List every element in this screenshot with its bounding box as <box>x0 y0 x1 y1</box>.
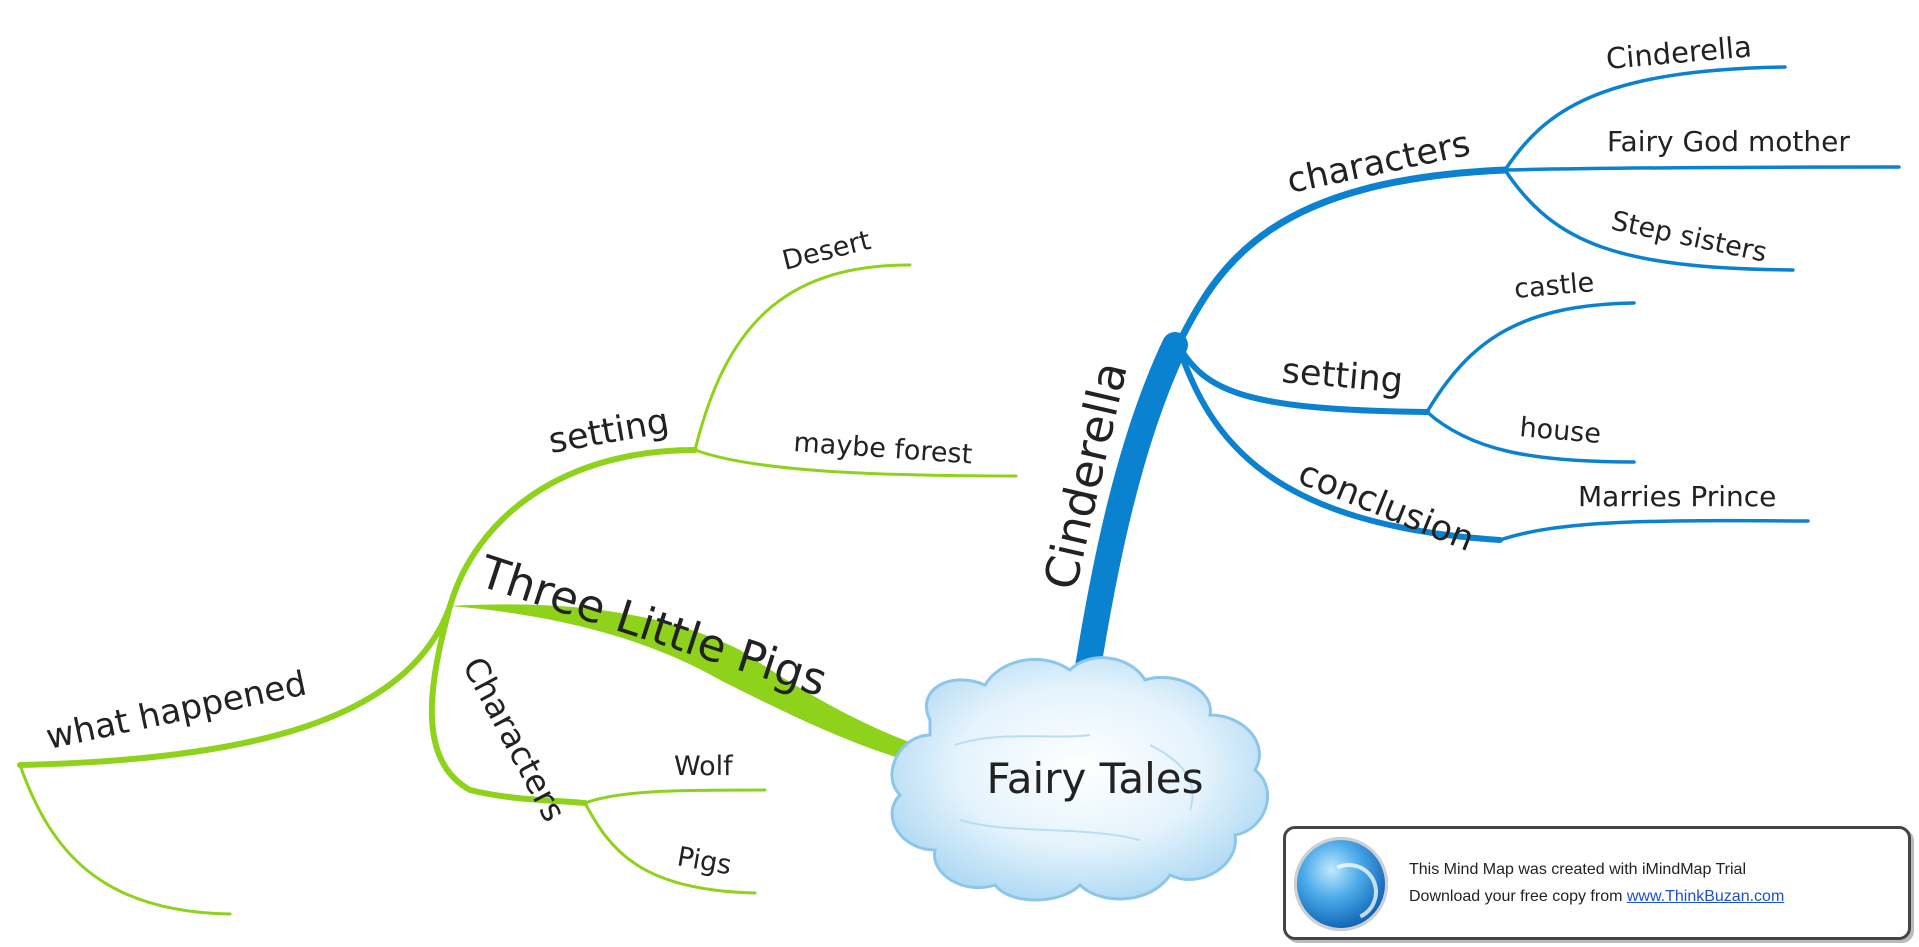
cinderella-leaf-line-house <box>1425 410 1636 464</box>
pigs-leaf-pigs[interactable]: Pigs <box>675 841 734 881</box>
cloud-icon <box>890 656 1270 902</box>
trial-banner: This Mind Map was created with iMindMap … <box>1283 826 1911 940</box>
cinderella-leaf-line-fairy <box>1503 165 1901 172</box>
banner-download-prefix: Download your free copy from <box>1409 888 1627 905</box>
cinderella-characters-line <box>1174 166 1509 349</box>
cinderella-leaf-step-sisters[interactable]: Step sisters <box>1609 206 1770 269</box>
banner-message: This Mind Map was created with iMindMap … <box>1409 861 1747 878</box>
cinderella-leaf-line-cinderella <box>1503 65 1787 172</box>
pigs-leaf-line-what-happened <box>18 763 232 916</box>
pigs-leaf-wolf[interactable]: Wolf <box>674 751 734 782</box>
banner-download-line: Download your free copy from www.ThinkBu… <box>1409 888 1784 906</box>
pigs-setting-line <box>447 447 698 609</box>
cloud-sketch-lines <box>954 734 1194 841</box>
cinderella-leaf-house[interactable]: house <box>1518 412 1602 450</box>
cinderella-conclusion-line <box>1175 342 1503 543</box>
thinkbuzan-link[interactable]: www.ThinkBuzan.com <box>1626 888 1785 905</box>
cinderella-leaf-line-stepsisters <box>1503 168 1795 272</box>
pigs-what-happened-line <box>17 603 453 768</box>
pigs-leaf-maybe-forest[interactable]: maybe forest <box>793 427 974 470</box>
pigs-what-happened-label[interactable]: what happened <box>43 664 310 758</box>
pigs-trunk <box>450 604 918 760</box>
cinderella-characters-label[interactable]: characters <box>1284 124 1474 202</box>
cinderella-branch <box>1073 65 1901 693</box>
pigs-characters-label[interactable]: Characters <box>455 650 574 827</box>
pigs-leaf-line-desert <box>693 263 912 452</box>
cinderella-leaf-line-marries <box>1498 518 1810 542</box>
imindmap-logo-icon <box>1294 837 1388 931</box>
cinderella-leaf-fairy-god-mother[interactable]: Fairy God mother <box>1607 125 1850 158</box>
pigs-leaf-line-wolf <box>583 788 767 805</box>
central-cloud-shape <box>890 656 1270 902</box>
logo-swirl <box>1311 854 1387 930</box>
cinderella-leaf-line-castle <box>1425 301 1636 414</box>
cinderella-setting-line <box>1175 342 1430 415</box>
pigs-leaf-line-pigs <box>583 801 757 895</box>
central-topic-label[interactable]: Fairy Tales <box>986 754 1203 803</box>
pigs-leaf-line-forest <box>693 448 1018 478</box>
cinderella-leaf-castle[interactable]: castle <box>1513 267 1596 305</box>
cinderella-leaf-marries-prince[interactable]: Marries Prince <box>1578 480 1776 513</box>
pigs-branch <box>17 263 1018 916</box>
pigs-characters-line <box>428 603 588 806</box>
pigs-main-label[interactable]: Three Little Pigs <box>473 545 834 707</box>
cinderella-setting-label[interactable]: setting <box>1280 351 1404 401</box>
